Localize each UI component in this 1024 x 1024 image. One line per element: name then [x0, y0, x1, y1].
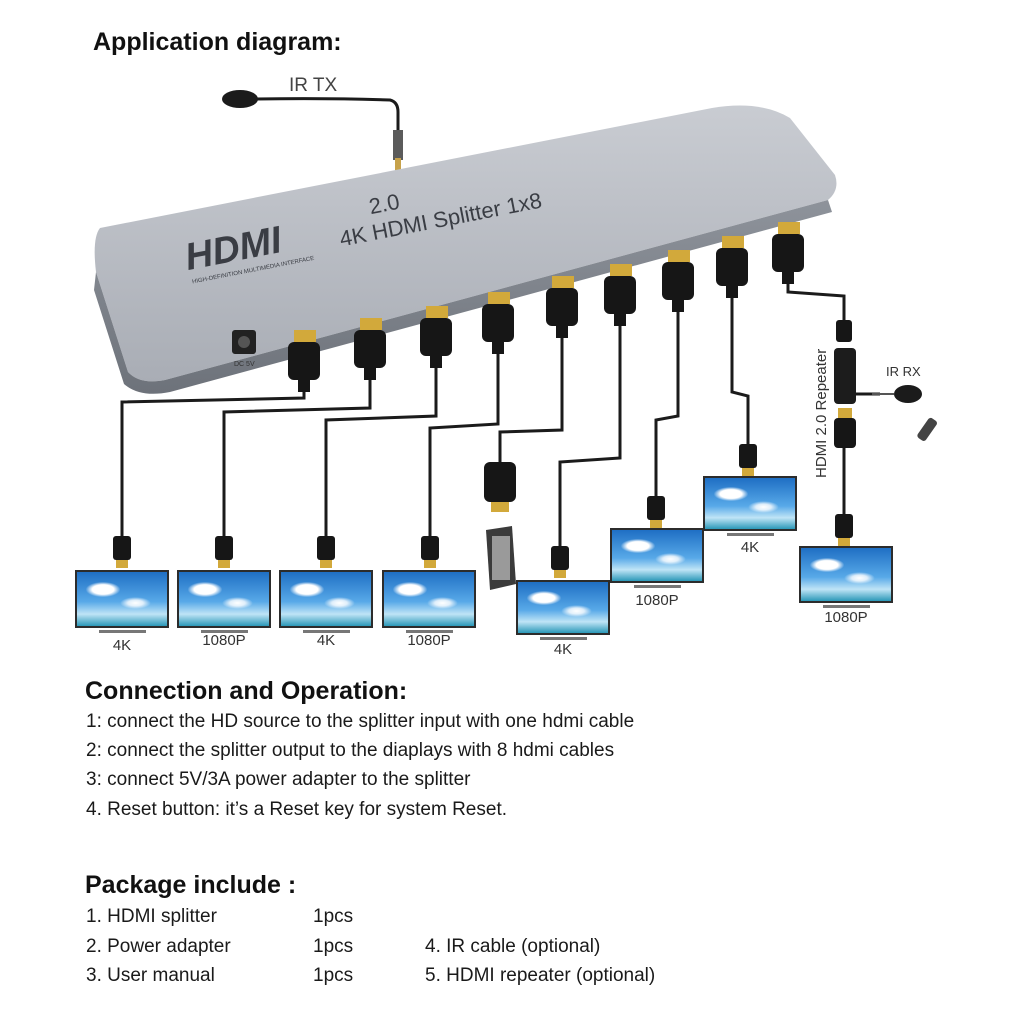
hdmi-connector-7	[662, 250, 694, 312]
display-screen	[610, 528, 704, 583]
display-label-4: 1080P	[407, 632, 451, 649]
connection-step-3: 3: connect 5V/3A power adapter to the sp…	[86, 769, 471, 790]
ir-tx-sensor	[222, 90, 403, 172]
hdmi-repeater	[834, 320, 880, 448]
package-optional-item: 4. IR cable (optional)	[425, 936, 601, 957]
display-label-3: 4K	[316, 632, 336, 649]
display-3	[279, 570, 373, 633]
hdmi-connector-6	[604, 264, 636, 326]
display-screen	[703, 476, 797, 531]
hdmi-cables	[120, 284, 846, 548]
hdmi-connector-2	[354, 318, 386, 380]
output-ports	[288, 222, 804, 392]
connection-step-1: 1: connect the HD source to the splitter…	[86, 711, 635, 732]
application-diagram: HDMI HIGH-DEFINITION MULTIMEDIA INTERFAC…	[94, 75, 937, 590]
power-label: DC 5V	[234, 361, 255, 368]
hdmi-connector-input	[772, 222, 804, 284]
ir-rx-sensor: IR RX	[872, 364, 922, 403]
connection-step-2: 2: connect the splitter output to the di…	[86, 740, 615, 761]
connection-heading: Connection and Operation:	[85, 677, 408, 705]
hdmi-connector-5	[546, 276, 578, 338]
display-screen	[516, 580, 610, 635]
display-label-8: 1080P	[824, 609, 868, 626]
display-label-7: 4K	[740, 539, 760, 556]
connection-step-4: 4. Reset button: it’s a Reset key for sy…	[86, 799, 507, 820]
display-8	[799, 546, 893, 608]
display-1	[75, 570, 169, 633]
package-heading: Package include :	[85, 871, 297, 899]
display-label-5: 4K	[553, 641, 573, 658]
ir-tx-label: IR TX	[289, 75, 338, 96]
page-title: Application diagram:	[93, 28, 342, 56]
display-4	[382, 570, 476, 633]
display-label-2: 1080P	[202, 632, 246, 649]
display-2	[177, 570, 271, 633]
display-label-1: 4K	[112, 637, 132, 654]
package-item-name: 2. Power adapter	[86, 936, 231, 957]
display-screen	[799, 546, 893, 603]
display-6	[610, 528, 704, 588]
package-optional-item: 5. HDMI repeater (optional)	[425, 965, 656, 986]
package-item-name: 3. User manual	[86, 965, 215, 986]
dc-power-jack: DC 5V	[232, 330, 256, 368]
package-item-name: 1. HDMI splitter	[86, 906, 217, 927]
splitter-device	[94, 105, 837, 394]
repeater-label: HDMI 2.0 Repeater	[813, 349, 830, 478]
package-item-qty: 1pcs	[313, 906, 354, 927]
display-screen	[75, 570, 169, 628]
extra-device	[484, 462, 516, 590]
hdmi-connector-1	[288, 330, 320, 392]
display-screen	[382, 570, 476, 628]
package-item-qty: 1pcs	[313, 965, 354, 986]
display-connectors	[113, 444, 853, 578]
display-5	[516, 580, 610, 640]
display-label-6: 1080P	[635, 592, 679, 609]
hdmi-connector-4	[482, 292, 514, 354]
package-item-qty: 1pcs	[313, 936, 354, 957]
ir-rx-label: IR RX	[886, 364, 921, 379]
hdmi-connector-8	[716, 236, 748, 298]
display-screen	[177, 570, 271, 628]
display-7	[703, 476, 797, 536]
remote-control-icon	[917, 417, 937, 441]
display-screen	[279, 570, 373, 628]
device-version: 2.0	[367, 189, 402, 219]
hdmi-connector-3	[420, 306, 452, 368]
